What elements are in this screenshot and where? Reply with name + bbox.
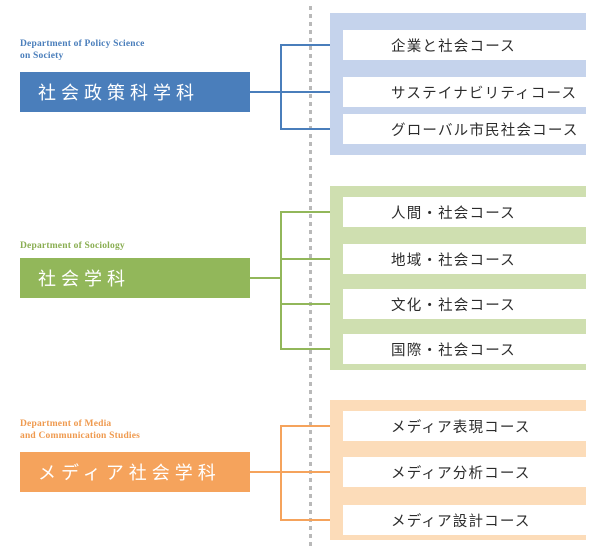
department-name-media: メディア社会学科: [38, 463, 221, 484]
course-label: 地域・社会コース: [391, 252, 516, 269]
course-row[interactable]: メディア設計コース: [343, 505, 586, 535]
course-label: 国際・社会コース: [391, 342, 516, 359]
department-name-sociology: 社会学科: [38, 269, 130, 290]
connector-stem: [250, 277, 281, 279]
course-row[interactable]: 人間・社会コース: [343, 197, 586, 227]
department-english-label-media: Department of Media and Communication St…: [20, 419, 141, 441]
course-label: サステイナビリティコース: [391, 85, 578, 102]
connector-spine: [280, 44, 282, 130]
department-box-media[interactable]: メディア社会学科: [20, 452, 250, 492]
course-label: メディア表現コース: [391, 419, 531, 436]
course-label: メディア設計コース: [391, 513, 531, 530]
connector-spine: [280, 211, 282, 349]
course-row[interactable]: グローバル市民社会コース: [343, 114, 586, 144]
course-row[interactable]: 国際・社会コース: [343, 334, 586, 364]
connector-branch: [280, 128, 365, 130]
course-label: メディア分析コース: [391, 465, 531, 482]
connector-branch: [280, 471, 365, 473]
connector-branch: [280, 91, 365, 93]
department-english-label-sociology: Department of Sociology: [20, 241, 125, 251]
vertical-dotted-divider: [309, 6, 312, 546]
connector-branch: [280, 425, 365, 427]
department-name-policy-science: 社会政策科学科: [38, 83, 199, 104]
course-row[interactable]: 地域・社会コース: [343, 244, 586, 274]
course-row[interactable]: メディア表現コース: [343, 411, 586, 441]
course-row[interactable]: メディア分析コース: [343, 457, 586, 487]
course-row[interactable]: サステイナビリティコース: [343, 77, 586, 107]
connector-spine: [280, 425, 282, 521]
course-panel-policy-science: 企業と社会コース サステイナビリティコース グローバル市民社会コース: [330, 13, 586, 155]
department-box-sociology[interactable]: 社会学科: [20, 258, 250, 298]
group-media-communication: Department of Media and Communication St…: [0, 400, 600, 540]
group-sociology: Department of Sociology 社会学科 人間・社会コース 地域…: [0, 186, 600, 370]
connector-branch: [280, 258, 365, 260]
course-panel-media: メディア表現コース メディア分析コース メディア設計コース: [330, 400, 586, 540]
course-label: 人間・社会コース: [391, 205, 516, 222]
course-panel-sociology: 人間・社会コース 地域・社会コース 文化・社会コース 国際・社会コース: [330, 186, 586, 370]
course-label: 文化・社会コース: [391, 297, 516, 314]
connector-stem: [250, 91, 281, 93]
connector-branch: [280, 519, 365, 521]
course-row[interactable]: 企業と社会コース: [343, 30, 586, 60]
connector-branch: [280, 211, 365, 213]
connector-stem: [250, 471, 281, 473]
connector-branch: [280, 303, 365, 305]
course-row[interactable]: 文化・社会コース: [343, 289, 586, 319]
connector-branch: [280, 44, 365, 46]
department-box-policy-science[interactable]: 社会政策科学科: [20, 72, 250, 112]
department-english-label-policy-science: Department of Policy Science on Society: [20, 39, 145, 61]
course-label: 企業と社会コース: [391, 38, 516, 55]
group-policy-science: Department of Policy Science on Society …: [0, 0, 600, 175]
connector-branch: [280, 348, 365, 350]
course-label: グローバル市民社会コース: [391, 122, 579, 139]
